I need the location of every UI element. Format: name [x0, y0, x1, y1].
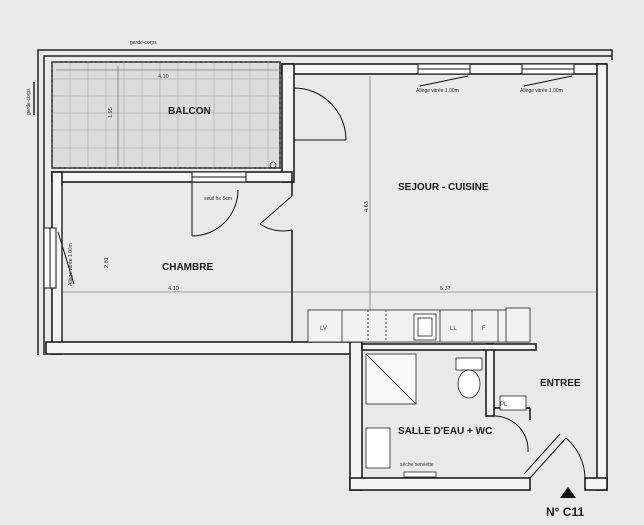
- dim-balcon-depth: 1.95: [108, 107, 114, 118]
- dim-sejour-width: 5.37: [440, 286, 451, 292]
- toilet: [455, 357, 483, 399]
- fixture-ll: LL: [450, 326, 457, 332]
- note-allege-2: Allège vitrée 1.00m: [520, 88, 563, 94]
- window-left: [43, 227, 75, 289]
- room-entree: ENTREE: [540, 378, 581, 389]
- fixture-lv: LV: [320, 326, 327, 332]
- window-top-2: [521, 63, 575, 87]
- entrance-arrow-icon: [560, 487, 576, 498]
- left-railing-note: garde-corps: [26, 88, 32, 115]
- door-salle: [493, 415, 529, 453]
- top-railing-note: garde-corps: [130, 40, 157, 46]
- fixture-pl: PL: [500, 402, 508, 408]
- dim-sejour-height: 4.63: [364, 201, 370, 212]
- fixture-f: F: [482, 326, 486, 332]
- wash-machine-slot: [499, 395, 527, 411]
- door-sejour: [259, 195, 293, 232]
- window-top-1: [417, 63, 471, 87]
- door-balcony: [293, 87, 347, 141]
- room-balcon: BALCON: [168, 106, 211, 117]
- note-seche: sèche serviette: [400, 462, 434, 468]
- kitchen-counter: [307, 307, 531, 343]
- dim-chambre-height: 2.81: [104, 257, 110, 268]
- unit-number: N° C11: [546, 505, 584, 519]
- dimension-lines: [56, 66, 597, 342]
- dim-chambre-width: 4.10: [168, 286, 179, 292]
- note-seuil: seuil h≤ 5cm: [204, 196, 232, 202]
- note-allege-1: Allège vitrée 1.00m: [416, 88, 459, 94]
- room-chambre: CHAMBRE: [162, 262, 213, 273]
- towel-dryer: [365, 427, 437, 478]
- balcony-area: [51, 61, 281, 169]
- door-chambre: [191, 182, 239, 237]
- shower: [365, 353, 417, 405]
- window-balcony: [191, 171, 247, 183]
- room-sejour: SEJOUR - CUISINE: [398, 182, 489, 193]
- drain-icon: [269, 161, 277, 169]
- door-entree: [523, 433, 586, 479]
- room-salle: SALLE D'EAU + WC: [398, 426, 492, 437]
- note-allege-left: Allège vitrée 1.00m: [68, 243, 74, 286]
- dim-balcon-width: 4.10: [158, 74, 169, 80]
